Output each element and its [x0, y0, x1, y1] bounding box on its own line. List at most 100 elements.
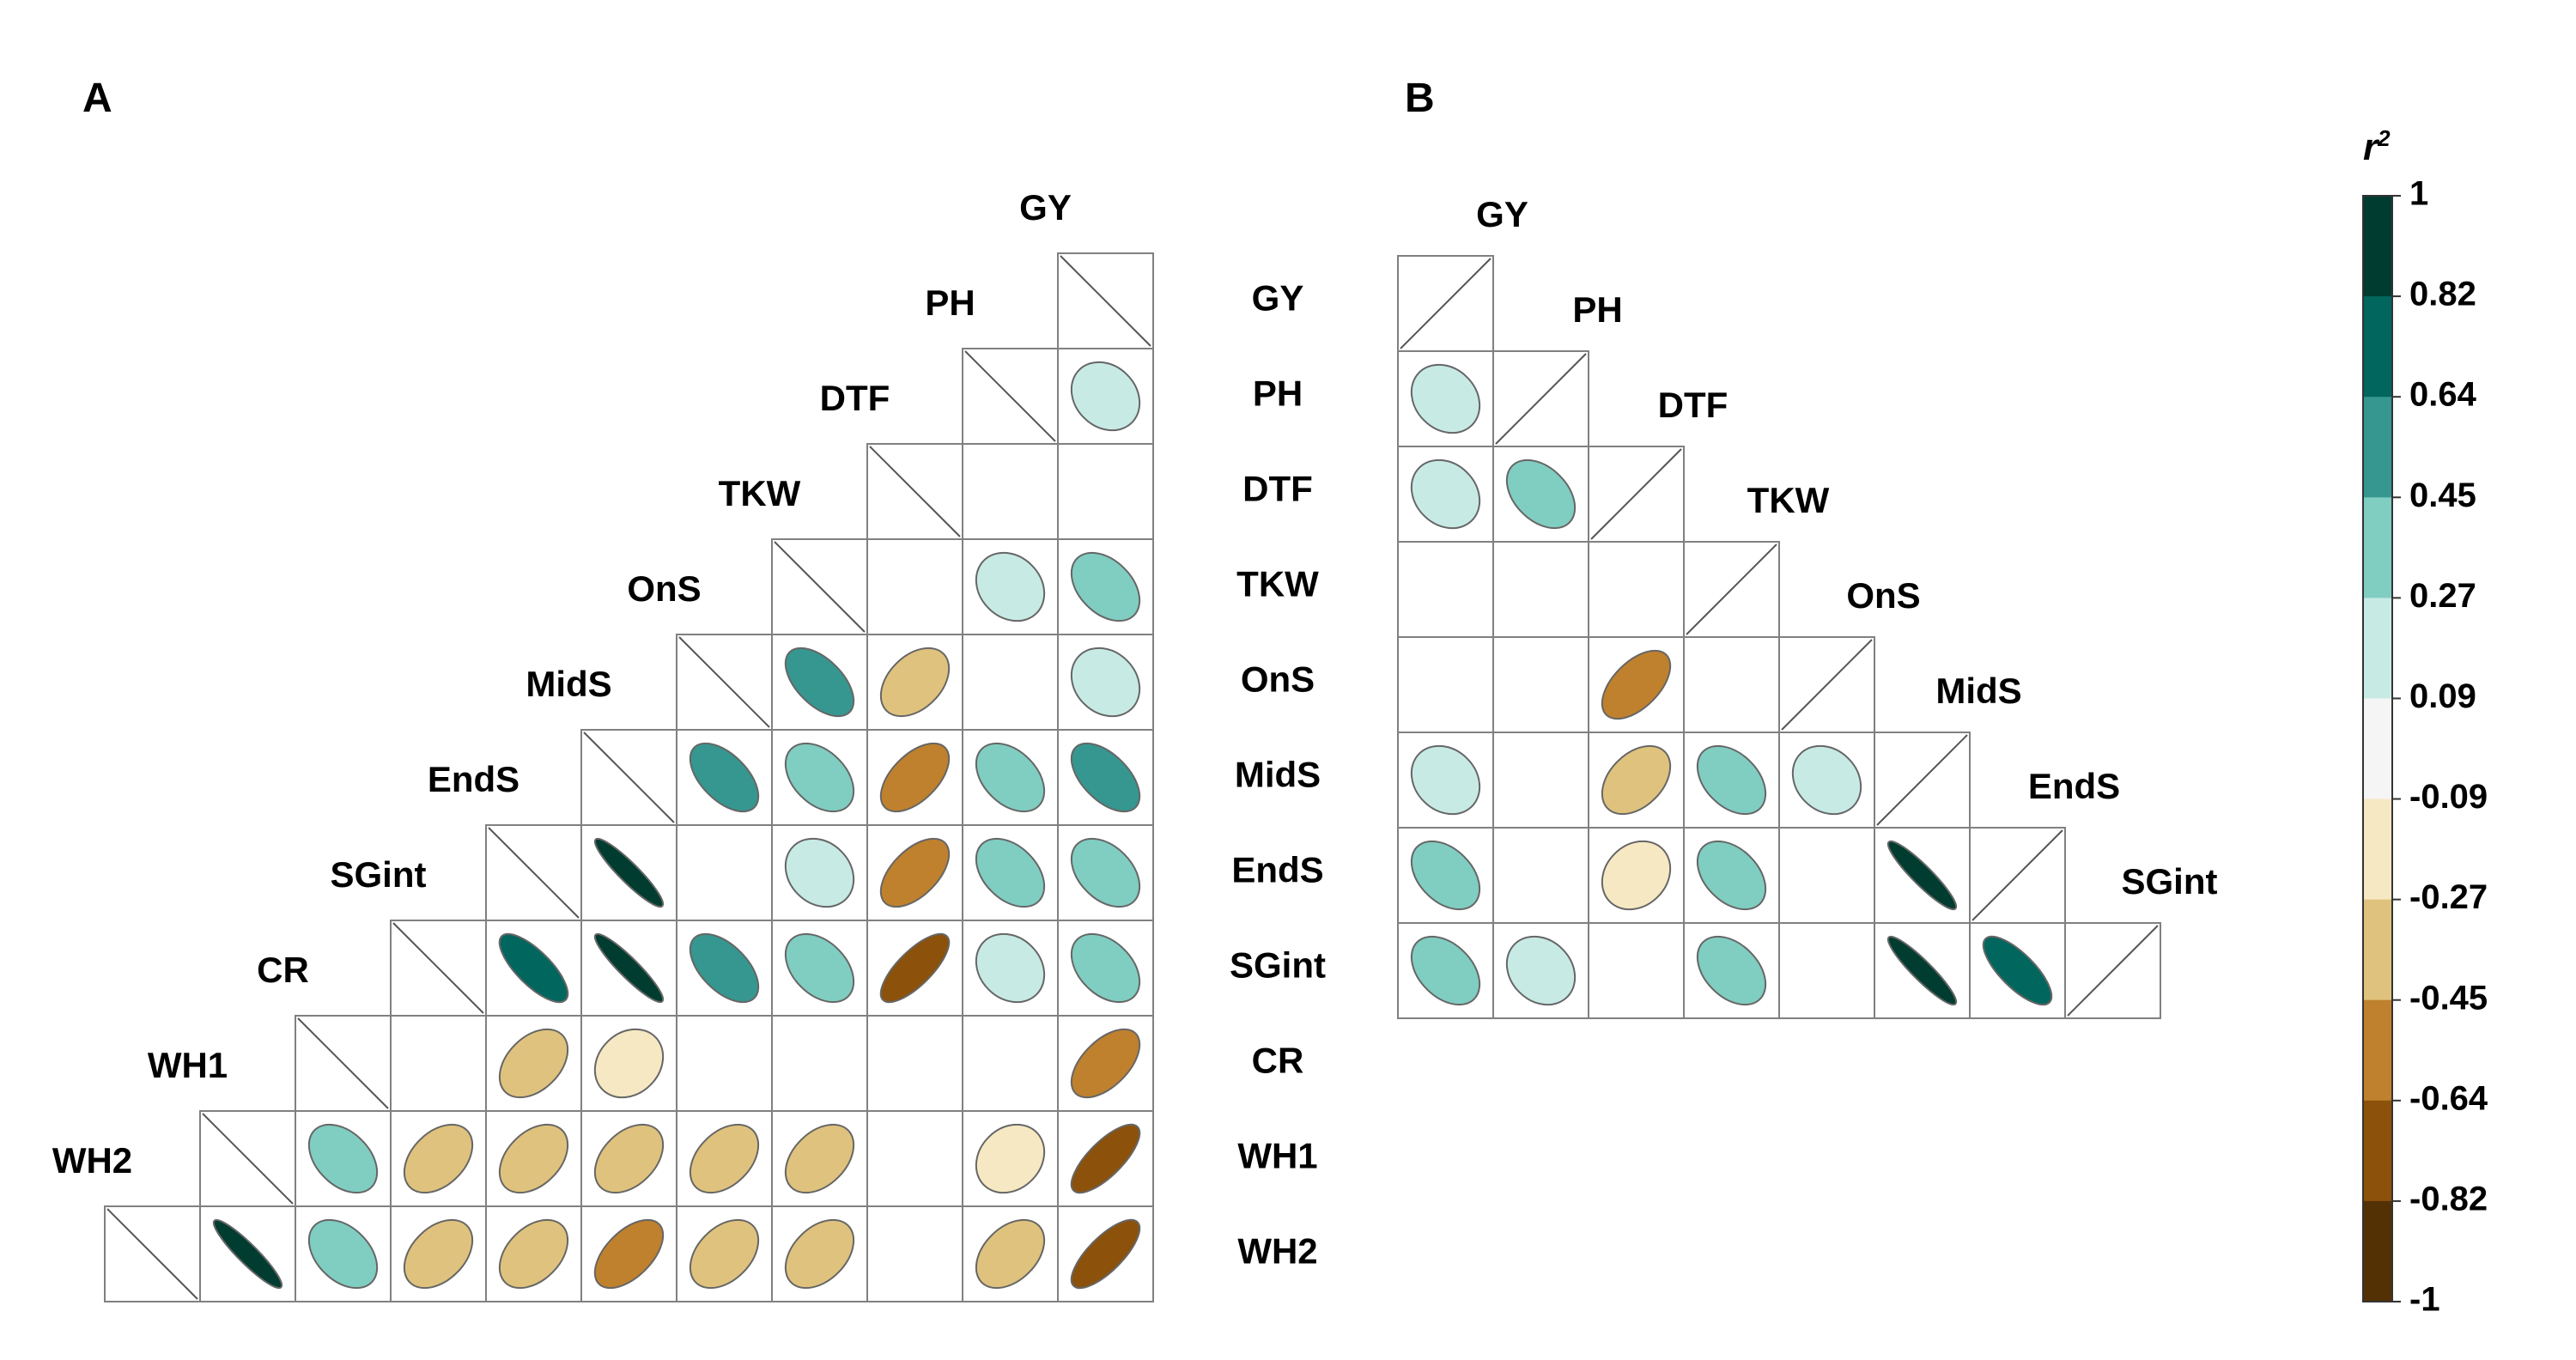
- legend-tick-label: -0.64: [2409, 1079, 2488, 1117]
- diagonal-cell: [1781, 639, 1873, 731]
- correlation-ellipse: [593, 1218, 665, 1290]
- legend-tick-label: -1: [2409, 1281, 2440, 1319]
- legend-tick-label: 0.27: [2409, 577, 2476, 615]
- diagonal-cell: [869, 446, 961, 537]
- correlation-ellipse: [1886, 840, 1958, 911]
- correlation-ellipse: [689, 1123, 760, 1194]
- correlation-ellipse: [975, 551, 1046, 622]
- correlation-ellipse: [975, 1218, 1046, 1290]
- correlation-ellipse: [975, 932, 1046, 1004]
- correlation-ellipse: [784, 837, 855, 908]
- correlation-ellipse: [1410, 363, 1481, 434]
- correlation-ellipse: [593, 932, 665, 1004]
- diagonal-cell: [1876, 734, 1968, 826]
- column-label-mids: MidS: [526, 664, 611, 704]
- legend-colorbar: [2362, 195, 2393, 1302]
- correlation-ellipse: [1696, 840, 1767, 911]
- legend-color-segment: [2363, 196, 2392, 297]
- matrix-cell: [962, 634, 1059, 731]
- correlation-ellipse: [212, 1218, 283, 1290]
- correlation-ellipse: [1070, 647, 1141, 718]
- column-label-ons: OnS: [627, 568, 701, 609]
- matrix-cell: [1397, 636, 1494, 733]
- correlation-ellipse: [784, 1218, 855, 1290]
- diagonal-cell: [1686, 543, 1777, 635]
- correlation-ellipse: [1070, 1028, 1141, 1099]
- legend-color-segment: [2363, 1200, 2392, 1302]
- correlation-ellipse: [1410, 458, 1481, 530]
- column-label-dtf: DTF: [820, 378, 890, 418]
- row-label-mids: MidS: [1235, 755, 1321, 795]
- correlation-ellipse: [593, 837, 665, 908]
- diagonal-cell: [1495, 353, 1587, 445]
- row-label-ph: PH: [1253, 373, 1303, 414]
- matrix-cell: [1397, 541, 1494, 638]
- column-label-ons: OnS: [1846, 575, 1920, 616]
- legend-tick-label: 0.64: [2409, 376, 2477, 414]
- correlation-ellipse: [1410, 840, 1481, 911]
- diagonal-cell: [1590, 448, 1682, 540]
- correlation-ellipse: [1505, 458, 1577, 530]
- correlation-ellipse: [1070, 1123, 1141, 1194]
- column-label-mids: MidS: [1935, 671, 2021, 711]
- legend-tick-label: 0.82: [2409, 276, 2476, 313]
- correlation-ellipse: [1070, 361, 1141, 432]
- legend-color-segment: [2363, 798, 2392, 901]
- diagonal-cell: [202, 1113, 294, 1205]
- legend-color-segment: [2363, 1100, 2392, 1202]
- legend-tick-label: 0.09: [2409, 677, 2476, 715]
- legend-color-segment: [2363, 899, 2392, 1001]
- column-label-sgint: SGint: [331, 854, 427, 895]
- legend-color-segment: [2363, 698, 2392, 800]
- column-label-ph: PH: [925, 282, 975, 323]
- diagonal-cell: [583, 732, 675, 823]
- correlation-ellipse: [1070, 837, 1141, 908]
- row-label-sgint: SGint: [1230, 945, 1326, 986]
- correlation-ellipse: [498, 1123, 569, 1194]
- correlation-ellipse: [498, 1028, 569, 1099]
- legend-color-segment: [2363, 598, 2392, 699]
- correlation-ellipse: [1886, 935, 1958, 1006]
- column-label-gy: GY: [1019, 187, 1072, 228]
- matrix-cell: [866, 1110, 963, 1207]
- diagonal-cell: [1400, 258, 1492, 349]
- diagonal-cell: [106, 1208, 198, 1300]
- correlation-ellipse: [403, 1218, 474, 1290]
- column-label-dtf: DTF: [1658, 385, 1728, 425]
- correlation-ellipse: [1505, 935, 1577, 1006]
- matrix-cell: [676, 824, 773, 921]
- correlation-ellipse: [593, 1123, 665, 1194]
- legend-color-segment: [2363, 397, 2392, 498]
- matrix-cell: [390, 1015, 487, 1112]
- matrix-cell: [1492, 541, 1589, 638]
- column-label-wh2: WH2: [52, 1140, 132, 1181]
- column-label-wh1: WH1: [148, 1045, 228, 1085]
- diagonal-cell: [1971, 829, 2063, 921]
- row-label-gy: GY: [1252, 278, 1304, 319]
- legend-color-segment: [2363, 497, 2392, 598]
- column-label-ph: PH: [1572, 289, 1622, 330]
- correlation-ellipse: [1070, 1218, 1141, 1290]
- correlation-ellipse: [593, 1028, 665, 1099]
- row-label-ends: EndS: [1231, 850, 1323, 890]
- correlation-ellipse: [1070, 932, 1141, 1004]
- matrix-cell: [866, 1205, 963, 1302]
- matrix-cell: [962, 443, 1059, 540]
- diagonal-cell: [678, 636, 770, 728]
- correlation-ellipse: [784, 742, 855, 813]
- correlation-ellipse: [1601, 744, 1672, 816]
- correlation-ellipse: [879, 647, 951, 718]
- legend-tick-label: 0.45: [2409, 477, 2476, 514]
- correlation-ellipse: [1982, 935, 2053, 1006]
- correlation-ellipse: [1410, 935, 1481, 1006]
- panel-label-a: A: [82, 76, 112, 121]
- matrix-cell: [866, 538, 963, 635]
- legend-title-superscript: 2: [2377, 125, 2391, 151]
- column-label-ends: EndS: [428, 759, 519, 799]
- matrix-cell: [104, 1205, 201, 1302]
- matrix-cell: [866, 1015, 963, 1112]
- correlation-ellipse: [975, 837, 1046, 908]
- legend-color-segment: [2363, 999, 2392, 1102]
